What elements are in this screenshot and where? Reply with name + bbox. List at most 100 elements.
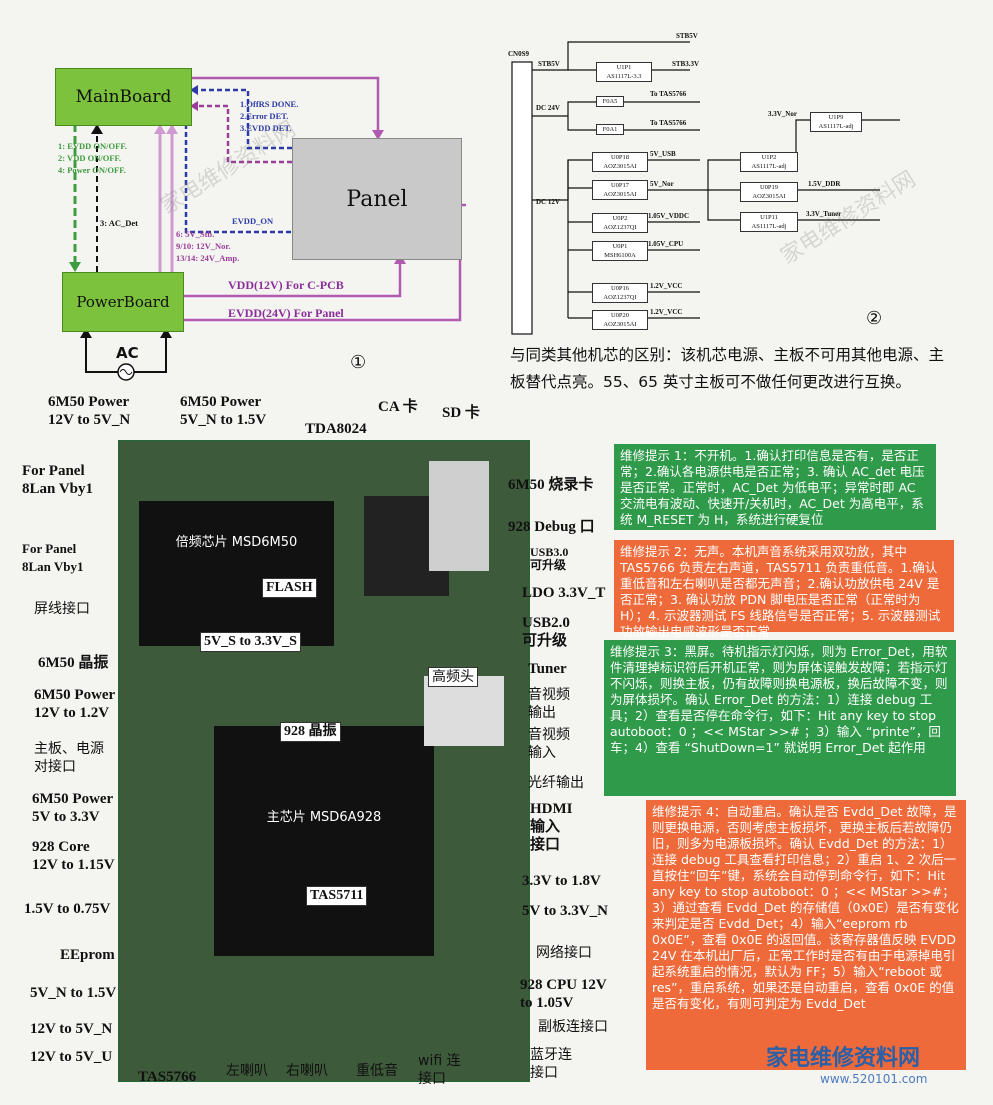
powerboard-box: PowerBoard bbox=[62, 272, 184, 332]
tas-label-2: To TAS5766 bbox=[650, 119, 687, 127]
label-ca-card: CA 卡 bbox=[378, 399, 418, 415]
label-tuner: Tuner bbox=[528, 661, 567, 677]
label-6m50-12v-5v: 6M50 Power 12V to 5V_N bbox=[48, 394, 131, 428]
label-wifi: wifi 连 接口 bbox=[418, 1053, 461, 1087]
intro-text: 与同类其他机芯的区别：该机芯电源、主板不可用其他电源、主板替代点亮。55、65 … bbox=[510, 346, 945, 391]
v5usb-label: 5V_USB bbox=[650, 150, 676, 158]
label-6m50-5v-3v3: 6M50 Power 5V to 3.3V bbox=[32, 791, 114, 825]
v105vddc-label: 1.05V_VDDC bbox=[648, 212, 690, 220]
label-screen-connector: 屏线接口 bbox=[34, 601, 90, 617]
board-photo: 倍频芯片 MSD6M50 主芯片 MSD6A928 bbox=[118, 440, 530, 1082]
v33nor-label: 3.3V_Nor bbox=[768, 110, 797, 118]
tas-label-1: To TAS5766 bbox=[650, 90, 687, 98]
signal-line: 4: Power ON/OFF. bbox=[58, 165, 126, 175]
status-lines: 1.OffRS DONE. 2.Error DET. 3.EVDD DET. bbox=[240, 98, 298, 134]
tag-flash: FLASH bbox=[262, 578, 317, 598]
label-network: 网络接口 bbox=[536, 945, 592, 961]
label-hdmi: HDMI 输入 接口 bbox=[530, 801, 573, 853]
signal-line: 2: VDD ON/OFF. bbox=[58, 153, 122, 163]
status-line: 3.EVDD DET. bbox=[240, 123, 292, 133]
figure-2-number: ② bbox=[866, 308, 883, 329]
label-bluetooth: 蓝牙连 接口 bbox=[530, 1047, 572, 1081]
label-sd-card: SD 卡 bbox=[442, 405, 480, 421]
v105cpu-label: 1.05V_CPU bbox=[648, 240, 684, 248]
tip-2: 维修提示 2：无声。本机声音系统采用双功放，其中 TAS5766 负责左右声道，… bbox=[614, 540, 954, 639]
diagram-1-arrows bbox=[69, 76, 466, 381]
stb5v-in-label: STB5V bbox=[538, 60, 560, 68]
power-line: 6: 5V_Stb. bbox=[176, 229, 215, 239]
mainboard-box: MainBoard bbox=[55, 68, 192, 126]
label-5vn-1v5: 5V_N to 1.5V bbox=[30, 985, 117, 1001]
tag-928-crystal: 928 晶振 bbox=[280, 722, 341, 742]
sd-slot bbox=[429, 461, 489, 571]
panel-box: Panel bbox=[292, 138, 462, 260]
tag-tas5711: TAS5711 bbox=[306, 886, 368, 906]
chip-msd6a928: 主芯片 MSD6A928 bbox=[214, 726, 434, 956]
label-left-speaker: 左喇叭 bbox=[226, 1063, 268, 1079]
label-optical-out: 光纤输出 bbox=[528, 775, 584, 791]
label-928-core: 928 Core 12V to 1.15V bbox=[32, 839, 115, 873]
label-vby1-b: For Panel 8Lan Vby1 bbox=[22, 541, 84, 574]
label-av-out: 音视频 输出 bbox=[528, 687, 570, 721]
power-line: 13/14: 24V_Amp. bbox=[176, 253, 240, 263]
v12vcc-label-2: 1.2V_VCC bbox=[650, 308, 683, 316]
ac-label: AC bbox=[116, 344, 139, 362]
label-power-connector: 主板、电源 对接口 bbox=[34, 741, 104, 775]
label-sub-board: 副板连接口 bbox=[538, 1019, 608, 1035]
v33tuner-label: 3.3V_Tuner bbox=[806, 210, 842, 218]
cn0s9-label: CN0S9 bbox=[508, 50, 530, 58]
v12vcc-label-1: 1.2V_VCC bbox=[650, 282, 683, 290]
label-usb3: USB3.0 可升级 bbox=[530, 545, 569, 572]
label-subwoofer: 重低音 bbox=[356, 1063, 398, 1079]
label-av-in: 音视频 输入 bbox=[528, 727, 570, 761]
label-928-cpu: 928 CPU 12V to 1.05V bbox=[520, 977, 607, 1011]
diagram-2-lines bbox=[511, 41, 900, 335]
label-usb2: USB2.0 可升级 bbox=[522, 615, 570, 649]
status-line: 2.Error DET. bbox=[240, 111, 289, 121]
label-928-debug: 928 Debug 口 bbox=[508, 519, 595, 535]
v15ddr-label: 1.5V_DDR bbox=[808, 180, 841, 188]
part-f0a1: F0A1 bbox=[596, 124, 624, 135]
v5nor-label: 5V_Nor bbox=[650, 180, 674, 188]
label-12v-5vn: 12V to 5V_N bbox=[30, 1021, 113, 1037]
label-tas5766: TAS5766 bbox=[138, 1069, 197, 1085]
status-line: 1.OffRS DONE. bbox=[240, 99, 299, 109]
power-lines: 6: 5V_Stb. 9/10: 12V_Nor. 13/14: 24V_Amp… bbox=[176, 228, 239, 264]
vdd-label: VDD(12V) For C-PCB bbox=[228, 278, 344, 292]
chip-msd6m50: 倍频芯片 MSD6M50 bbox=[139, 501, 334, 646]
stb33-label: STB3.3V bbox=[672, 60, 700, 68]
dc12-label: DC 12V bbox=[536, 198, 560, 206]
label-tda8024: TDA8024 bbox=[305, 421, 367, 437]
footer-logo: 家电维修资料网 bbox=[766, 1046, 921, 1071]
signal-line: 1: EVDD ON/OFF. bbox=[58, 141, 127, 151]
figure-1-number: ① bbox=[350, 352, 367, 373]
stb5v-out-label: STB5V bbox=[676, 32, 698, 40]
label-6m50-crystal: 6M50 晶振 bbox=[38, 655, 109, 671]
left-signals: 1: EVDD ON/OFF. 2: VDD ON/OFF. 4: Power … bbox=[58, 140, 127, 176]
tip-1: 维修提示 1：不开机。1.确认打印信息是否有，是否正常；2.确认各电源供电是否正… bbox=[614, 444, 936, 530]
tuner-can bbox=[424, 676, 504, 746]
dc24-label: DC 24V bbox=[536, 104, 560, 112]
label-ldo: LDO 3.3V_T bbox=[522, 585, 606, 601]
power-line: 9/10: 12V_Nor. bbox=[176, 241, 231, 251]
label-6m50-burn: 6M50 烧录卡 bbox=[508, 477, 594, 493]
tip-4: 维修提示 4：自动重启。确认是否 Evdd_Det 故障，是则更换电源，否则考虑… bbox=[646, 800, 966, 1070]
label-12v-5vu: 12V to 5V_U bbox=[30, 1049, 113, 1065]
label-3v3-1v8: 3.3V to 1.8V bbox=[522, 873, 601, 889]
label-right-speaker: 右喇叭 bbox=[286, 1063, 328, 1079]
evdd-on-label: EVDD_ON bbox=[232, 216, 274, 226]
tag-tuner: 高频头 bbox=[428, 667, 478, 687]
tag-5v-s: 5V_S to 3.3V_S bbox=[200, 632, 301, 652]
label-1v5-0v75: 1.5V to 0.75V bbox=[24, 901, 111, 917]
